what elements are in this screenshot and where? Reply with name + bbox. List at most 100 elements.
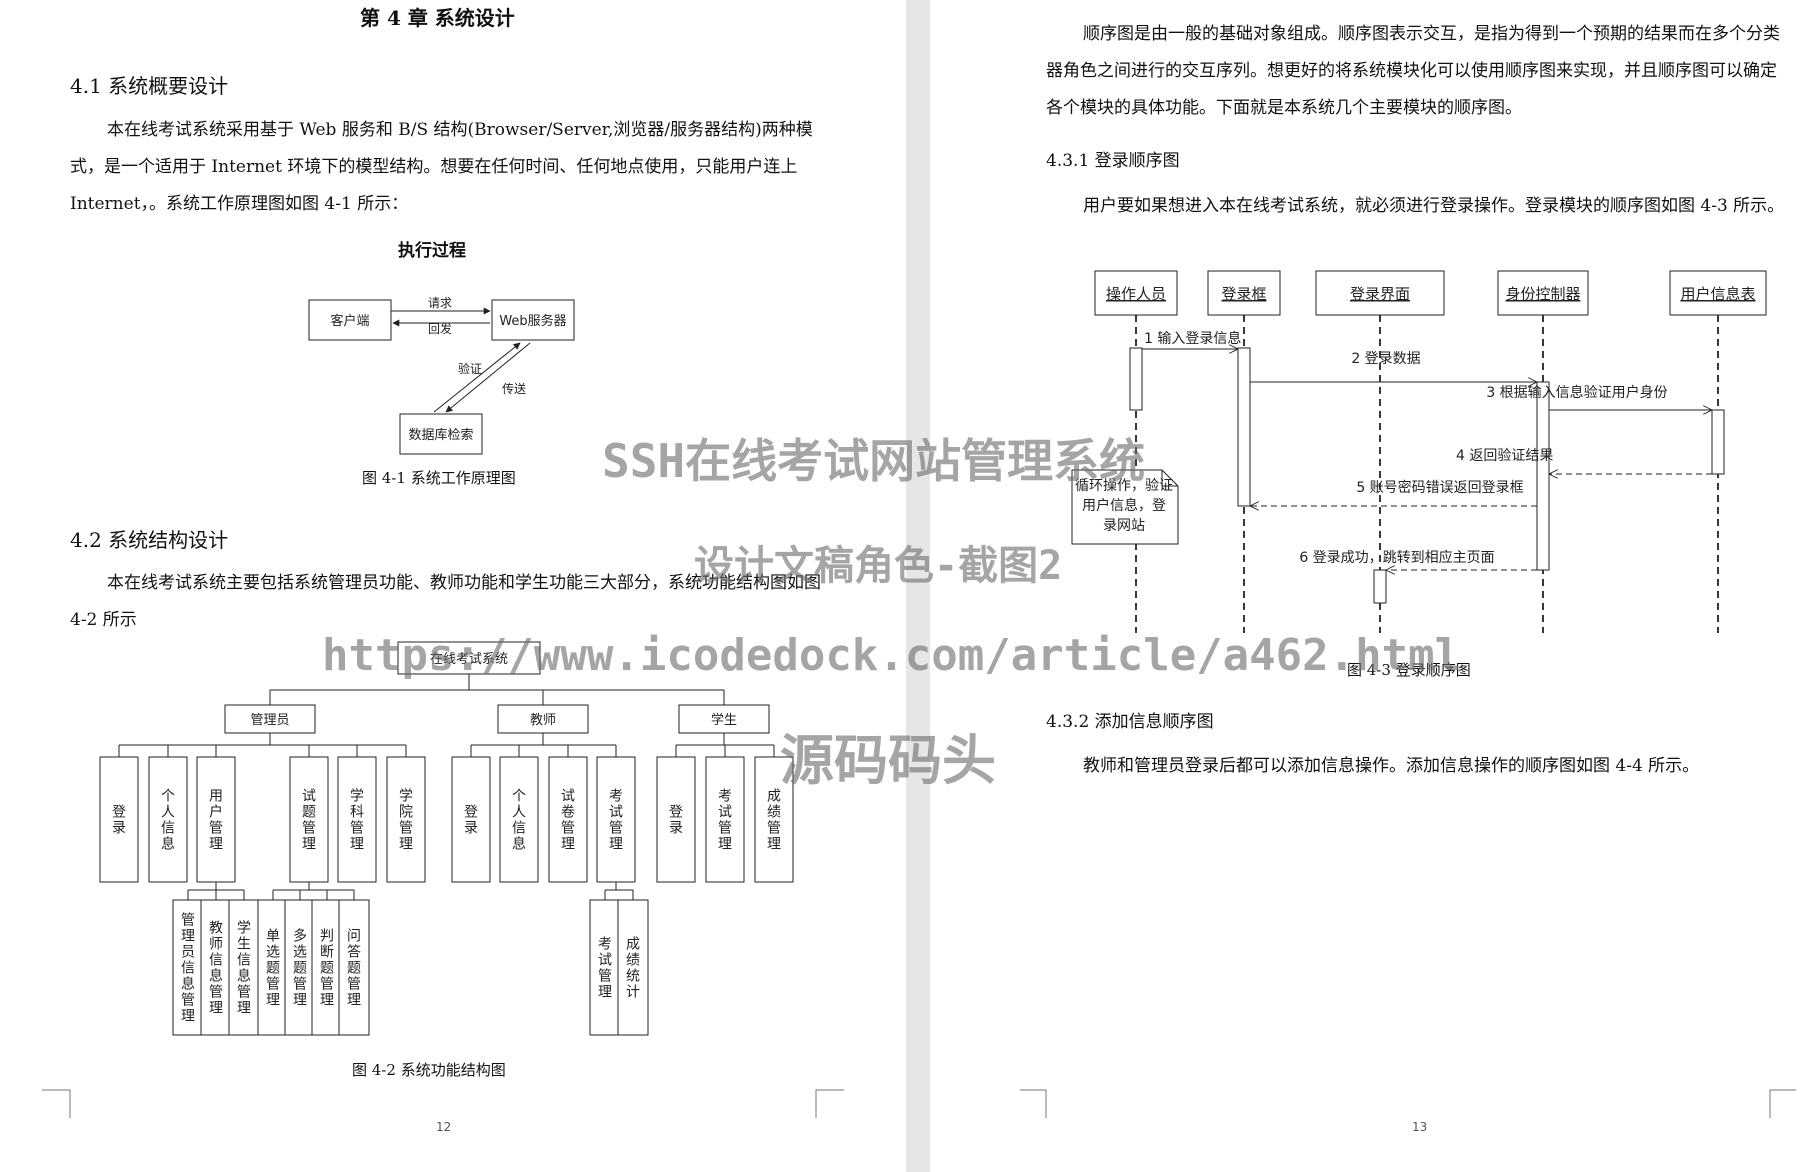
admin-item-label: 学科管理 <box>350 789 364 853</box>
teacher-item-box <box>548 756 588 883</box>
message-6-label: 6 登录成功，跳转到相应主页面 <box>1299 549 1494 566</box>
admin-item-box <box>148 756 188 883</box>
verify-label: 验证 <box>458 361 482 376</box>
client-label: 客户端 <box>330 313 369 329</box>
student-item-box <box>656 756 696 883</box>
admin-item-box <box>289 756 329 883</box>
exam-item-label: 成绩统计 <box>626 937 640 1001</box>
client-box <box>308 299 392 341</box>
figure-4-1-diagram: 客户端 Web服务器 数据库检索 请求 回发 验证 传送 <box>308 296 575 455</box>
question-item-box <box>338 899 370 1036</box>
document-page-left: 第 4 章 系统设计 4.1 系统概要设计 本在线考试系统采用基于 Web 服务… <box>0 0 906 1172</box>
message-5-label: 5 账号密码错误返回登录框 <box>1356 479 1523 496</box>
paragraph-4-1: 本在线考试系统采用基于 Web 服务和 B/S 结构(Browser/Serve… <box>70 120 813 214</box>
question-item-label: 单选题管理 <box>266 929 280 1009</box>
watermark-url: https://www.icodedock.com/article/a462.h… <box>322 630 1462 681</box>
page-number: 12 <box>436 1120 452 1134</box>
admin-item-label: 试题管理 <box>302 789 316 853</box>
paragraph-4-3-2: 教师和管理员登录后都可以添加信息操作。添加信息操作的顺序图如图 4-4 所示。 <box>1083 756 1700 776</box>
teacher-item-box <box>596 756 636 883</box>
admin-item-label: 学院管理 <box>399 789 413 853</box>
figure-4-2-caption: 图 4-2 系统功能结构图 <box>352 1061 506 1079</box>
subsection-heading-4-3-2: 4.3.2 添加信息顺序图 <box>1046 712 1214 732</box>
db-label: 数据库检索 <box>408 427 473 443</box>
admin-item-label: 登录 <box>112 805 126 837</box>
question-item-box <box>257 899 289 1036</box>
teacher-item-label: 试卷管理 <box>561 789 575 853</box>
verify-arrow <box>433 342 521 413</box>
actor-box <box>1669 270 1767 316</box>
figure-4-1-title: 执行过程 <box>398 241 466 261</box>
activation-bar <box>1373 569 1387 604</box>
teacher-item-label: 登录 <box>464 805 478 837</box>
student-item-box <box>754 756 794 883</box>
admin-item-label: 用户管理 <box>209 789 223 853</box>
root-node-box <box>397 641 541 675</box>
exam-item-box <box>617 899 649 1036</box>
admin-item-box <box>386 756 426 883</box>
transmit-arrow <box>445 342 531 413</box>
page-number: 13 <box>1412 1120 1428 1134</box>
page-corner-marks <box>1020 1089 1796 1118</box>
user-mgmt-item-label: 管理员信息管理 <box>181 913 195 1025</box>
root-node-label: 在线考试系统 <box>430 652 508 667</box>
activation-bar <box>1711 409 1725 475</box>
message-3-label: 3 根据输入信息验证用户身份 <box>1486 384 1667 401</box>
teacher-item-label: 考试管理 <box>609 789 623 853</box>
activation-bar <box>1129 347 1143 411</box>
actor-label: 身份控制器 <box>1505 285 1580 303</box>
web-server-box <box>491 299 575 341</box>
teacher-node-label: 教师 <box>530 712 556 728</box>
admin-item-label: 个人信息 <box>161 789 175 853</box>
web-server-label: Web服务器 <box>499 313 566 329</box>
watermark-brand: 源码码头 <box>780 729 996 792</box>
figure-4-3-sequence-diagram: 操作人员 登录框 登录界面 身份控制器 用户信息表 1 输入登录信息 2 登录数据 3 根据输… <box>1071 270 1767 633</box>
db-box <box>399 413 483 455</box>
question-item-box <box>284 899 316 1036</box>
user-mgmt-item-box <box>200 899 232 1036</box>
student-item-label: 登录 <box>669 805 683 837</box>
teacher-item-box <box>451 756 491 883</box>
student-node-label: 学生 <box>711 712 737 728</box>
paragraph-sequence-intro: 顺序图是由一般的基础对象组成。顺序图表示交互，是指为得到一个预期的结果而在多个分… <box>1046 24 1780 118</box>
message-4-label: 4 返回验证结果 <box>1456 448 1553 464</box>
question-item-label: 判断题管理 <box>320 929 334 1009</box>
teacher-item-box <box>499 756 539 883</box>
question-item-box <box>311 899 343 1036</box>
watermark-subtitle: 设计文稿角色-截图2 <box>694 543 1063 589</box>
reply-label: 回发 <box>428 321 452 336</box>
page-corner-marks <box>42 1089 844 1118</box>
watermark-title: SSH在线考试网站管理系统 <box>602 434 1146 488</box>
admin-node-label: 管理员 <box>250 713 289 728</box>
transmit-label: 传送 <box>502 381 526 396</box>
actor-box <box>1315 270 1445 316</box>
note-text: 循环操作，验证用户信息，登录网站 <box>1075 478 1173 534</box>
actor-label: 登录框 <box>1221 285 1266 303</box>
request-label: 请求 <box>428 296 452 310</box>
actor-label: 登录界面 <box>1350 285 1410 303</box>
question-item-label: 问答题管理 <box>347 929 361 1009</box>
admin-item-box <box>337 756 377 883</box>
actor-label: 用户信息表 <box>1680 285 1755 303</box>
question-item-label: 多选题管理 <box>293 928 307 1009</box>
user-mgmt-item-label: 教师信息管理 <box>209 921 223 1017</box>
exam-item-label: 考试管理 <box>598 937 612 1001</box>
student-item-label: 考试管理 <box>718 789 732 853</box>
chapter-title: 第 4 章 系统设计 <box>360 6 515 30</box>
student-item-box <box>705 756 745 883</box>
note-shape <box>1071 469 1179 545</box>
message-1-label: 1 输入登录信息 <box>1144 330 1241 347</box>
paragraph-4-3-1: 用户要如果想进入本在线考试系统，就必须进行登录操作。登录模块的顺序图如图 4-3… <box>1083 196 1785 216</box>
admin-item-box <box>196 756 236 883</box>
section-heading-4-2: 4.2 系统结构设计 <box>70 528 229 552</box>
message-2-label: 2 登录数据 <box>1351 351 1420 367</box>
user-mgmt-item-box <box>172 899 204 1036</box>
teacher-item-label: 个人信息 <box>512 789 526 853</box>
actor-label: 操作人员 <box>1106 285 1166 303</box>
section-heading-4-1: 4.1 系统概要设计 <box>70 74 229 98</box>
document-page-right: 顺序图是由一般的基础对象组成。顺序图表示交互，是指为得到一个预期的结果而在多个分… <box>930 0 1807 1172</box>
activation-bar <box>1237 347 1251 507</box>
student-node-box <box>678 704 770 734</box>
paragraph-4-2: 本在线考试系统主要包括系统管理员功能、教师功能和学生功能三大部分，系统功能结构图… <box>70 573 821 630</box>
